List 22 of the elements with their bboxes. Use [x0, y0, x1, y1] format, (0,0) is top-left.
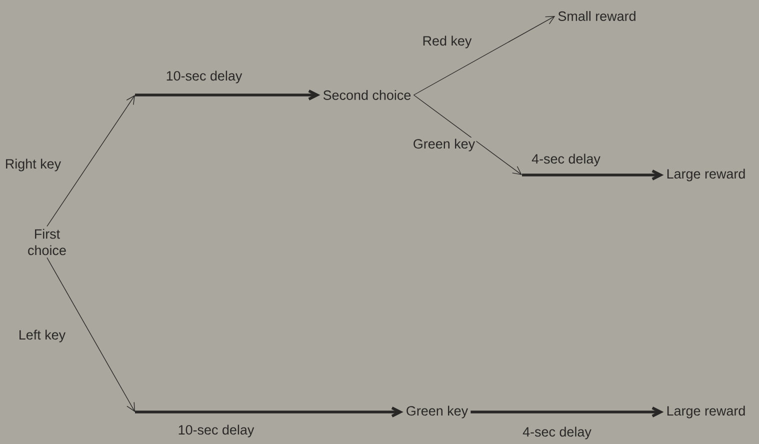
edge-label: 10-sec delay	[176, 424, 256, 438]
edge-label: Left key	[17, 328, 67, 344]
edge-label: 4-sec delay	[530, 152, 602, 168]
node-label: First choice	[28, 228, 66, 256]
edge-label: Red key	[421, 34, 473, 50]
arrow	[46, 257, 135, 412]
node-label: Second choice	[323, 90, 411, 100]
edge-label: 4-sec delay	[521, 426, 593, 440]
edge-label: 10-sec delay	[164, 70, 244, 84]
edge-label: Right key	[4, 158, 62, 172]
node-label: Large reward	[667, 406, 745, 418]
node-label: Small reward	[558, 11, 636, 21]
arrow	[470, 406, 664, 418]
edge-label: Green key	[412, 138, 476, 152]
node-label: Large reward	[667, 168, 745, 182]
arrow	[135, 406, 404, 418]
arrow	[46, 95, 135, 227]
arrow	[135, 90, 320, 100]
arrow	[413, 16, 556, 96]
node-label: Green key	[406, 406, 468, 418]
arrow	[522, 170, 664, 180]
arrow	[413, 94, 522, 175]
